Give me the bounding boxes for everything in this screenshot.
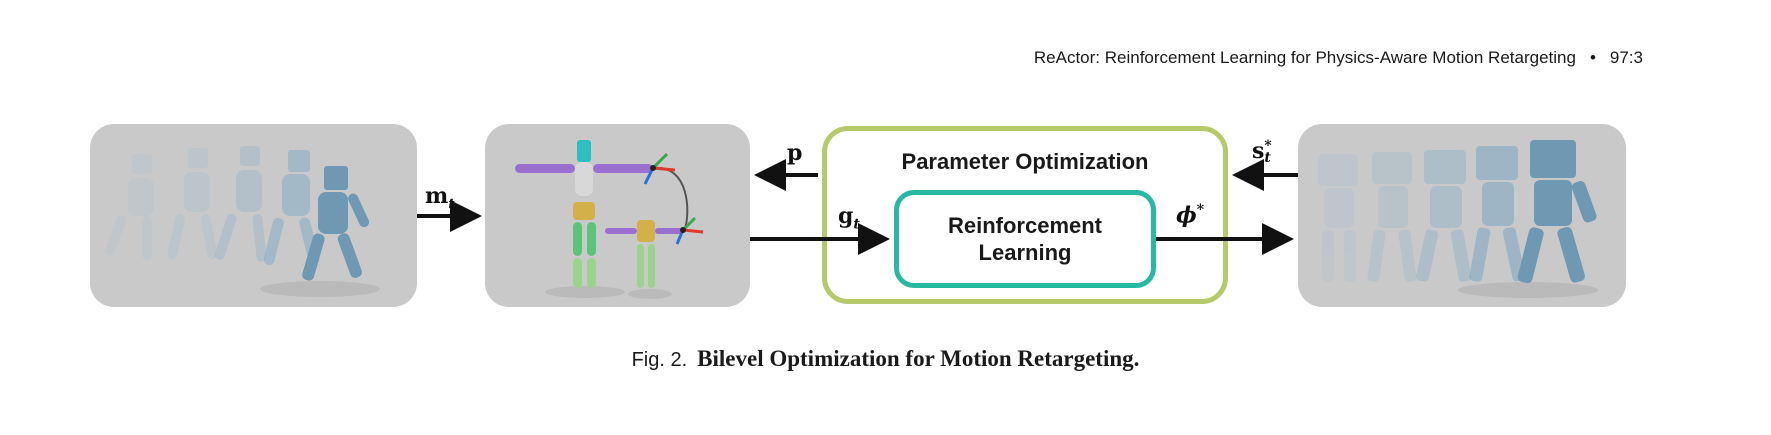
figure-current: [302, 166, 370, 281]
running-title: ReActor: Reinforcement Learning for Phys…: [1033, 48, 1576, 67]
robot-ghost-1: [1318, 154, 1358, 282]
frame-gizmo-bottom: [675, 216, 704, 245]
figure-ghost-2: [167, 148, 218, 260]
skeleton-illustration: [515, 140, 704, 299]
target-robot: [605, 220, 683, 288]
figure-caption: Fig. 2. Bilevel Optimization for Motion R…: [0, 346, 1771, 372]
edge-label-g: gt: [838, 203, 860, 233]
edge-label-m: mt: [425, 183, 455, 213]
source-skeleton: [515, 140, 653, 288]
parameter-optimization-box: Parameter Optimization: [822, 126, 1228, 304]
robot-ghost-3: [1416, 150, 1472, 282]
frame-gizmo-top: [643, 152, 676, 185]
reinforcement-learning-box: Reinforcement Learning: [894, 190, 1156, 288]
source-motion-panel: [90, 124, 417, 307]
robot-ghost-2: [1367, 152, 1417, 282]
source-motion-illustration: [105, 146, 380, 297]
running-header: ReActor: Reinforcement Learning for Phys…: [1034, 48, 1643, 68]
figure-ghost-1: [105, 154, 154, 260]
robot-ghost-4: [1469, 146, 1526, 282]
robot-current: [1517, 140, 1597, 284]
figure-number: Fig. 2.: [631, 349, 688, 371]
figure-ghost-3: [214, 146, 267, 262]
retargeting-panel: [485, 124, 750, 307]
edge-label-p: p: [787, 140, 803, 166]
header-separator: •: [1589, 48, 1596, 67]
edge-label-s: s*t: [1252, 138, 1272, 166]
edge-label-phi: ϕ*: [1176, 202, 1205, 229]
simulated-motion-panel: [1298, 124, 1626, 307]
robot-motion-illustration: [1318, 140, 1598, 298]
reinforcement-learning-label: Reinforcement Learning: [947, 213, 1103, 265]
figure-ghost-4: [263, 150, 320, 265]
page-number: 97:3: [1609, 48, 1643, 67]
figure-title: Bilevel Optimization for Motion Retarget…: [697, 346, 1140, 371]
parameter-optimization-label: Parameter Optimization: [901, 149, 1149, 174]
